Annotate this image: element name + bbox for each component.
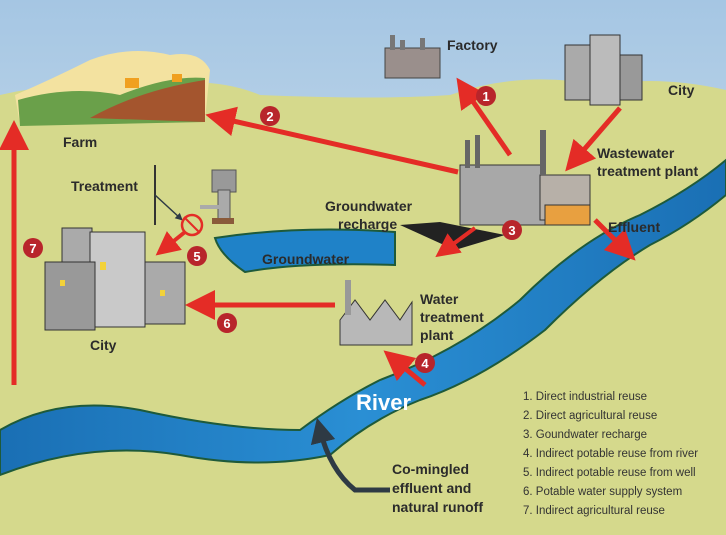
svg-text:6: 6 bbox=[223, 316, 230, 331]
marker-5: 5 bbox=[187, 246, 207, 266]
label-wastewater-1: Wastewater bbox=[597, 145, 675, 161]
hand-pump-illustration bbox=[200, 169, 237, 224]
svg-text:5: 5 bbox=[193, 249, 200, 264]
number-markers: 1 2 3 4 5 6 7 bbox=[23, 86, 522, 373]
label-city-bottom: City bbox=[90, 337, 117, 353]
label-factory: Factory bbox=[447, 37, 498, 53]
label-water-treatment-3: plant bbox=[420, 327, 454, 343]
label-water-treatment-2: treatment bbox=[420, 309, 484, 325]
label-effluent: Effluent bbox=[608, 219, 660, 235]
arrow-effluent bbox=[593, 218, 636, 261]
water-treatment-plant-illustration bbox=[339, 280, 413, 346]
label-groundwater: Groundwater bbox=[262, 251, 350, 267]
arrow-3 bbox=[435, 226, 477, 258]
legend-item: 2. Direct agricultural reuse bbox=[523, 410, 657, 422]
arrow-city-to-plant bbox=[565, 106, 622, 172]
flow-arrows bbox=[0, 77, 636, 493]
marker-4: 4 bbox=[415, 353, 435, 373]
groundwater-aquifer bbox=[213, 228, 396, 274]
svg-text:4: 4 bbox=[421, 356, 429, 371]
svg-text:2: 2 bbox=[266, 109, 273, 124]
svg-text:1: 1 bbox=[482, 89, 489, 104]
label-comingled-1: Co-mingled bbox=[392, 461, 469, 477]
legend-item: 4. Indirect potable reuse from river bbox=[523, 448, 698, 460]
marker-7: 7 bbox=[23, 238, 43, 258]
label-gw-recharge-1: Groundwater bbox=[325, 198, 413, 214]
label-farm: Farm bbox=[63, 134, 97, 150]
label-wastewater-2: treatment plant bbox=[597, 163, 698, 179]
river bbox=[0, 158, 726, 477]
marker-3: 3 bbox=[502, 220, 522, 240]
arrow-4 bbox=[383, 350, 427, 387]
marker-1: 1 bbox=[476, 86, 496, 106]
legend-item: 6. Potable water supply system bbox=[523, 486, 682, 498]
marker-6: 6 bbox=[217, 313, 237, 333]
arrow-1 bbox=[456, 77, 513, 157]
label-comingled-2: effluent and bbox=[392, 480, 471, 496]
label-river: River bbox=[356, 390, 411, 415]
treatment-valve-icon bbox=[154, 165, 204, 237]
factory-illustration bbox=[384, 35, 441, 79]
arrow-5 bbox=[155, 230, 187, 256]
comingled-arrow bbox=[310, 417, 390, 493]
legend-item: 5. Indirect potable reuse from well bbox=[523, 467, 696, 479]
label-gw-recharge-2: recharge bbox=[338, 216, 397, 232]
label-comingled-3: natural runoff bbox=[392, 499, 483, 515]
legend-item: 3. Goundwater recharge bbox=[523, 429, 647, 441]
label-treatment: Treatment bbox=[71, 178, 138, 194]
marker-2: 2 bbox=[260, 106, 280, 126]
svg-text:3: 3 bbox=[508, 223, 515, 238]
label-city-top: City bbox=[668, 82, 695, 98]
legend-item: 1. Direct industrial reuse bbox=[523, 391, 647, 403]
arrow-2 bbox=[205, 106, 459, 175]
legend-item: 7. Indirect agricultural reuse bbox=[523, 505, 665, 517]
city-top-illustration bbox=[564, 34, 643, 106]
legend: 1. Direct industrial reuse 2. Direct agr… bbox=[523, 391, 698, 517]
city-bottom-illustration bbox=[44, 227, 186, 331]
farm-illustration bbox=[15, 51, 210, 126]
svg-text:7: 7 bbox=[29, 241, 36, 256]
label-water-treatment-1: Water bbox=[420, 291, 459, 307]
